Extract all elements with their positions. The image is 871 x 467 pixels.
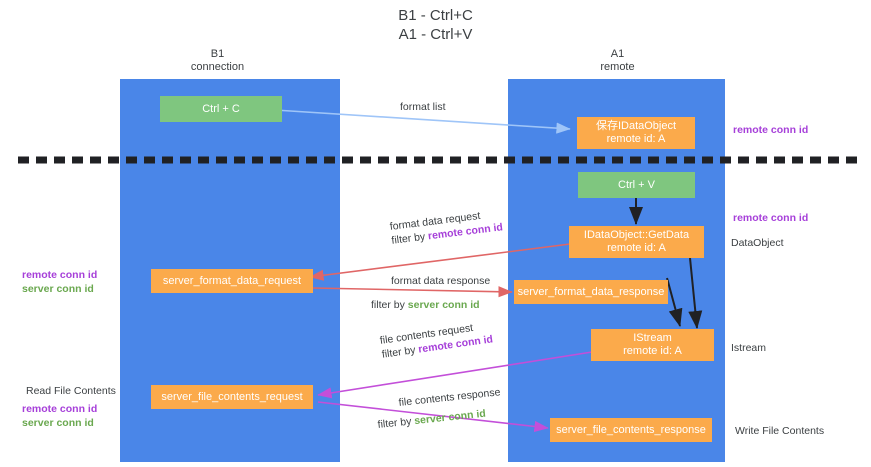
edge-label-file-contents-request-filter-prefix: filter by [381,343,420,361]
node-server-format-data-request-label: server_format_data_request [162,274,302,287]
node-idataobject-getdata-title: IDataObject::GetData [583,229,690,241]
edge-label-file-contents-response: file contents response [398,385,501,410]
node-ctrl-v-label: Ctrl + V [618,178,655,191]
lane-header-a1-sub: remote [600,61,635,73]
lane-header-b1-name: B1 [210,48,225,60]
annotation-dataobject: DataObject [731,237,784,249]
annotation-write-file-contents: Write File Contents [735,425,825,437]
node-server-format-data-request[interactable]: server_format_data_request [151,269,313,293]
edge-label-format-data-request-filter-prefix: filter by [390,230,429,247]
node-idataobject-store-title: 保存IDataObject [595,120,677,132]
edge-label-format-list: format list [400,100,446,114]
annotation-right-remote-conn-id-mid: remote conn id [733,212,809,224]
node-istream-remote-id: remote id: A [623,345,682,357]
edge-label-format-data-response-filter-key: server conn id [407,299,480,311]
edge-label-format-data-response-text: format data response [391,275,491,287]
lane-header-a1-name: A1 [610,48,625,60]
edge-label-file-contents-response-filter: filter by server conn id [377,407,486,432]
node-ctrl-c-label: Ctrl + C [202,102,240,115]
annotation-left-server-conn-id: server conn id [22,283,94,295]
annotation-left2-server-conn-id: server conn id [22,417,94,429]
edge-label-file-contents-response-filter-prefix: filter by [377,415,415,431]
annotation-left-remote-conn-id: remote conn id [22,269,98,281]
edge-label-format-data-response: format data response [391,274,490,288]
edge-label-file-contents-response-filter-key: server conn id [413,407,487,428]
annotation-left2-remote-conn-id: remote conn id [22,403,98,415]
edge-label-format-data-request: format data request filter by remote con… [389,206,504,247]
edge-label-format-data-response-filter: filter by server conn id [371,298,480,312]
edge-label-format-data-response-filter-prefix: filter by [371,299,408,311]
node-ctrl-c[interactable]: Ctrl + C [160,96,282,122]
edge-label-file-contents-response-text: file contents response [398,386,501,409]
node-idataobject-store-remote-id: remote id: A [606,133,666,145]
diagram-title: B1 - Ctrl+C A1 - Ctrl+V [0,6,871,44]
node-idataobject-getdata-remote-id: remote id: A [607,242,666,254]
node-server-file-contents-response-label: server_file_contents_response [556,423,706,436]
node-istream-title: IStream [633,332,672,344]
diagram-title-line-2: A1 - Ctrl+V [398,26,473,43]
lane-header-a1: A1 remote [555,48,680,74]
node-server-file-contents-request[interactable]: server_file_contents_request [151,385,313,409]
edge-label-format-list-text: format list [400,101,446,113]
annotation-istream: Istream [731,342,767,354]
node-server-format-data-response-label: server_format_data_response [517,285,665,298]
node-istream[interactable]: IStream remote id: A [591,329,714,361]
annotation-right-remote-conn-id-top: remote conn id [733,124,809,136]
node-server-file-contents-request-label: server_file_contents_request [161,390,303,403]
node-idataobject-store[interactable]: 保存IDataObject remote id: A [577,117,695,149]
node-server-format-data-response[interactable]: server_format_data_response [514,280,668,304]
annotation-read-file-contents: Read File Contents [26,385,116,397]
diagram-title-line-1: B1 - Ctrl+C [398,7,473,24]
node-ctrl-v[interactable]: Ctrl + V [578,172,695,198]
lane-header-b1-sub: connection [190,61,245,73]
edge-label-file-contents-request: file contents request filter by remote c… [379,318,494,361]
node-idataobject-getdata[interactable]: IDataObject::GetData remote id: A [569,226,704,258]
node-server-file-contents-response[interactable]: server_file_contents_response [550,418,712,442]
lane-header-b1: B1 connection [155,48,280,74]
